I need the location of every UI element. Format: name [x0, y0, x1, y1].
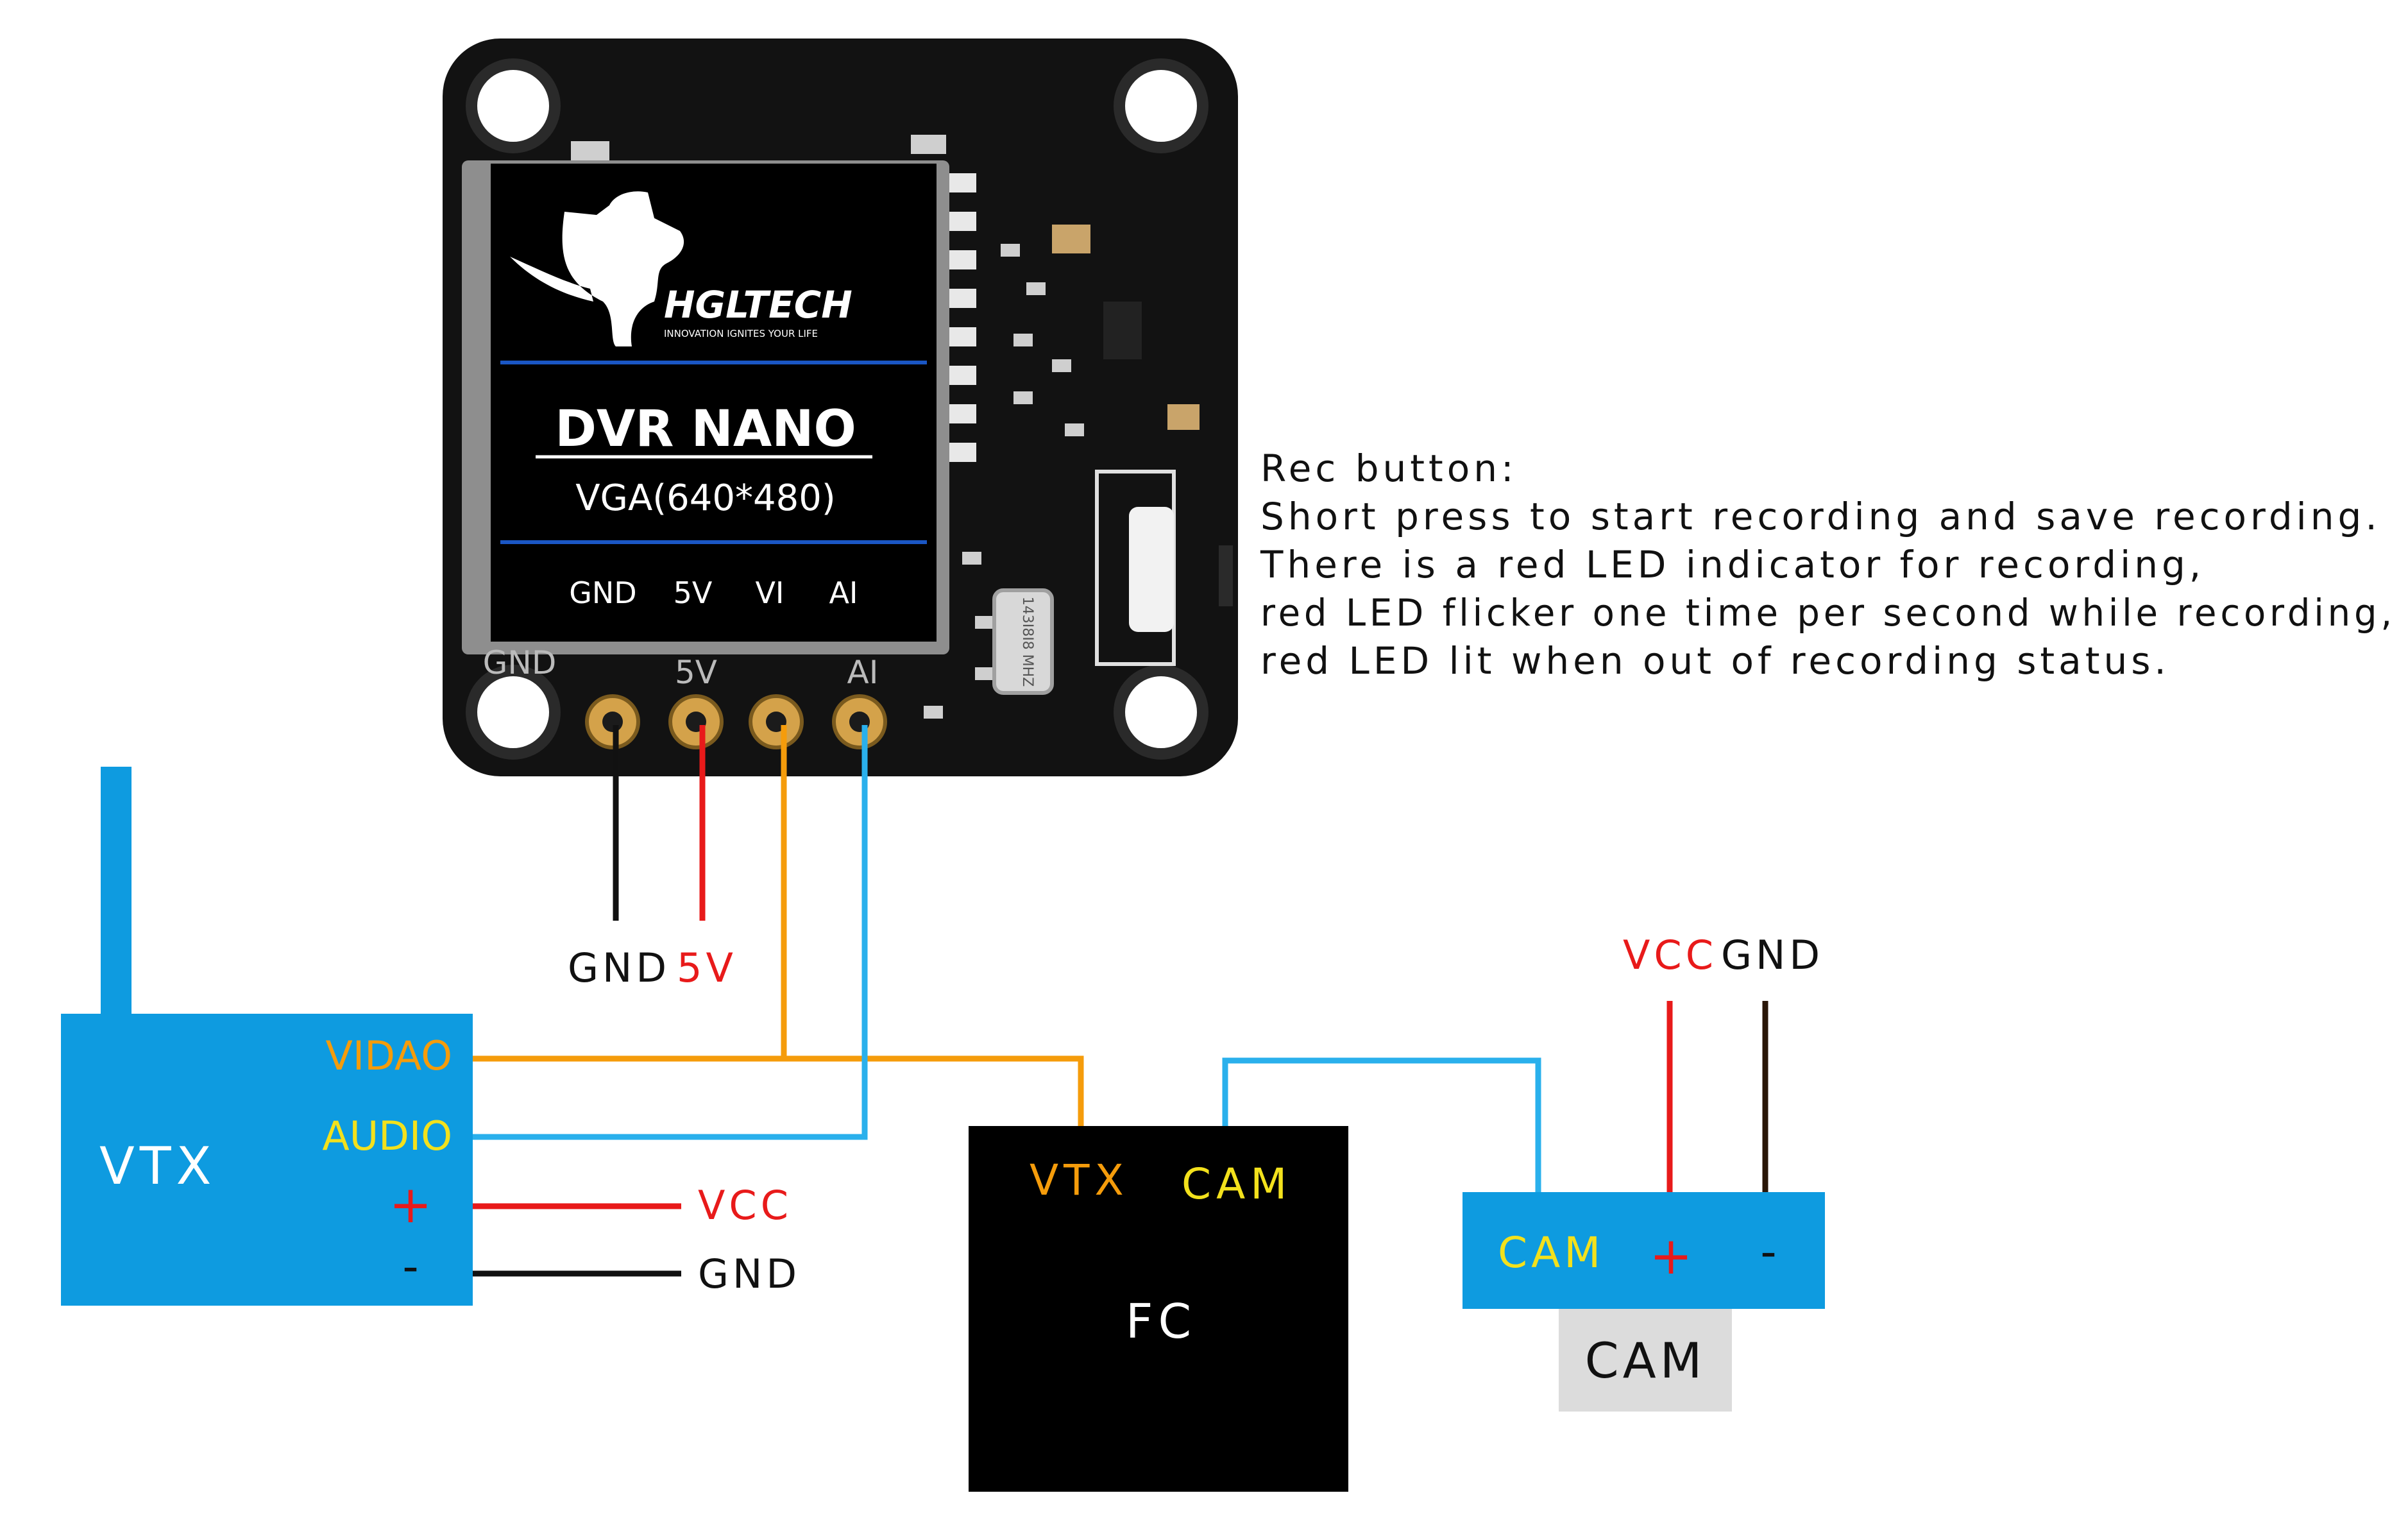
smd-part: [1167, 404, 1200, 430]
silk-label: 5V: [675, 654, 717, 691]
fc-cam-label: CAM: [1182, 1159, 1292, 1209]
rec-note: Rec button: Short press to start recordi…: [1260, 447, 2396, 683]
rec-note-line: red LED flicker one time per second whil…: [1260, 591, 2396, 635]
board-pin-label: AI: [829, 576, 858, 610]
board-pin-label: GND: [569, 576, 636, 610]
fc-board: VTX CAM FC: [969, 1126, 1348, 1492]
solder-pad-gnd-hole: [602, 712, 623, 732]
board-brand: HGLTECH: [664, 283, 852, 327]
crystal-text: 143I8I8 MHZ: [1019, 597, 1035, 687]
wire-video-vtx-fc: [471, 1055, 1084, 1126]
edge-pad: [949, 443, 976, 462]
vtx-title: VTX: [99, 1136, 216, 1196]
wires: [471, 725, 1768, 1277]
vtx-video-label: VIDAO: [326, 1032, 452, 1079]
crystal-body: [992, 588, 1054, 695]
mounting-hole: [466, 665, 561, 760]
smd-part: [1052, 359, 1071, 372]
smd-part: [1026, 282, 1046, 295]
rec-button-body[interactable]: [1129, 507, 1174, 632]
camera: CAM: [1559, 1309, 1732, 1412]
board-pin-label: VI: [755, 576, 784, 610]
mounting-hole: [466, 58, 561, 153]
edge-pads: [949, 173, 976, 462]
smd-led: [911, 135, 946, 154]
rec-note-line: There is a red LED indicator for recordi…: [1260, 543, 2205, 586]
smd-components: [571, 135, 1200, 719]
cam-connector-cam-label: CAM: [1498, 1228, 1604, 1277]
board-tagline: INNOVATION IGNITES YOUR LIFE: [664, 328, 818, 339]
mounting-holes: [466, 58, 1208, 760]
smd-part: [1065, 423, 1084, 436]
cam-body: [1559, 1309, 1732, 1412]
silk-label: AI: [847, 654, 879, 691]
vtx-gnd-label: GND: [698, 1250, 801, 1297]
smd-part: [1001, 244, 1020, 257]
vtx-vcc-label: VCC: [698, 1182, 792, 1229]
vtx-body: [61, 1014, 473, 1306]
cam-vcc-label: VCC: [1623, 932, 1717, 978]
rec-button[interactable]: [1095, 470, 1233, 666]
board-title: DVR NANO: [555, 400, 856, 458]
vtx-module: VTX VIDAO AUDIO + - VCC GND: [61, 767, 801, 1306]
rec-note-line: red LED lit when out of recording status…: [1260, 639, 2170, 683]
silk-label: GND: [483, 644, 557, 681]
board-pin-label: 5V: [674, 576, 713, 610]
fc-title: FC: [1126, 1294, 1196, 1349]
vtx-audio-label: AUDIO: [322, 1113, 452, 1159]
smd-part: [1052, 225, 1090, 253]
edge-pad: [949, 327, 976, 346]
smd-part: [1013, 391, 1033, 404]
mounting-hole: [1114, 665, 1208, 760]
solder-pads: [585, 694, 887, 749]
cam-connector-plus-label: +: [1649, 1226, 1692, 1286]
smd-part: [975, 667, 994, 680]
rec-note-line: Short press to start recording and save …: [1260, 495, 2381, 538]
vtx-minus-label: -: [402, 1240, 418, 1293]
crystal-oscillator: 143I8I8 MHZ: [992, 588, 1054, 695]
dvr-pin-labels: GND 5V: [568, 944, 737, 991]
edge-pad: [949, 212, 976, 231]
edge-pad: [949, 173, 976, 192]
vtx-antenna: [101, 767, 131, 1017]
dvr-5v-label: 5V: [677, 944, 737, 991]
edge-pad: [949, 250, 976, 269]
cam-title: CAM: [1585, 1332, 1706, 1389]
dvr-gnd-label: GND: [568, 944, 670, 991]
board-resolution: VGA(640*480): [575, 477, 835, 519]
wire-cam-video: [1222, 1057, 1541, 1193]
edge-pad: [949, 289, 976, 308]
cam-connector: CAM + - VCC GND: [1463, 932, 1825, 1309]
smd-part: [962, 552, 981, 565]
smd-part: [924, 706, 943, 719]
rec-note-title: Rec button:: [1260, 447, 1518, 490]
edge-pad: [949, 366, 976, 385]
edge-pad: [949, 404, 976, 423]
smd-part: [975, 616, 994, 629]
silkscreen-labels: GND 5V AI: [483, 644, 879, 691]
cam-gnd-label: GND: [1721, 932, 1824, 978]
dinosaur-logo-icon: [510, 191, 684, 346]
metal-shield: HGLTECH INNOVATION IGNITES YOUR LIFE DVR…: [462, 160, 949, 654]
board-pin-labels: GND 5V VI AI: [569, 576, 858, 610]
smd-led: [571, 141, 609, 160]
vtx-plus-label: +: [389, 1175, 432, 1234]
cam-connector-body: [1463, 1192, 1825, 1309]
fc-body: [969, 1126, 1348, 1492]
rec-button-tab: [1219, 545, 1233, 606]
cam-connector-minus-label: -: [1760, 1225, 1776, 1278]
wire-audio: [471, 725, 868, 1140]
smd-ic: [1103, 302, 1142, 359]
mounting-hole: [1114, 58, 1208, 153]
smd-part: [1013, 334, 1033, 346]
fc-vtx-label: VTX: [1030, 1156, 1129, 1205]
dvr-nano-board: 143I8I8 MHZ HGLTECH INNOVATION IGNITES Y…: [443, 38, 1238, 776]
